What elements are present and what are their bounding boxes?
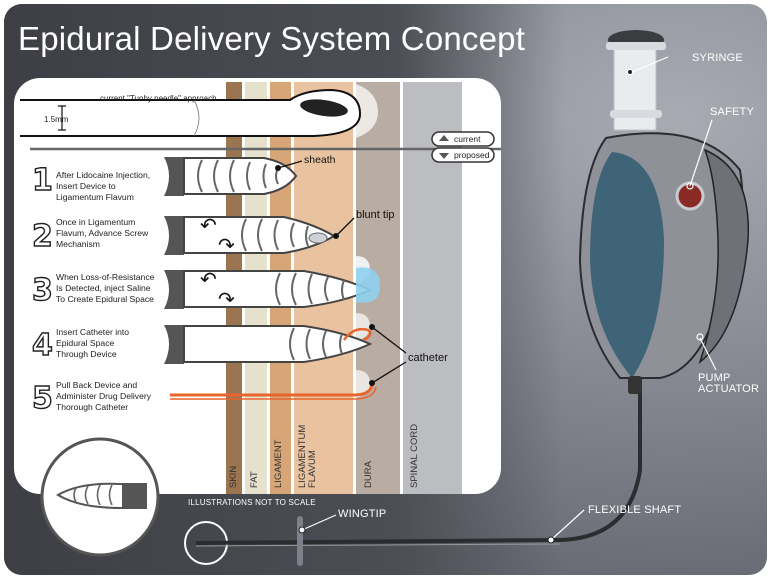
label-safety: SAFETY	[710, 106, 754, 118]
layer-label-ligamentum-flavum: LIGAMENTUM FLAVUM	[297, 424, 318, 488]
step-1-text: After Lidocaine Injection, Insert Device…	[56, 170, 151, 202]
catheter-step-4	[342, 327, 372, 342]
step-3-text: When Loss-of-Resistance Is Detected, inj…	[56, 272, 155, 304]
up-arrow-icon	[439, 135, 449, 141]
step-3-number: 3	[31, 273, 53, 308]
label-pump-actuator-1: PUMP	[698, 372, 731, 384]
svg-text:↷: ↷	[218, 289, 235, 311]
callout-catheter: catheter	[408, 352, 448, 364]
device-step-4	[164, 325, 373, 364]
layer-label-dura: DURA	[363, 461, 374, 488]
layer-label-fat: FAT	[249, 471, 260, 488]
note-not-to-scale: ILLUSTRATIONS NOT TO SCALE	[188, 498, 316, 507]
epidural-space-4	[356, 313, 370, 341]
label-pump-actuator-2: ACTUATOR	[698, 383, 760, 395]
legend-current-label: current	[454, 134, 481, 144]
step-4-number: 4	[31, 328, 53, 363]
device-step-1	[164, 157, 298, 196]
step-1-number: 1	[31, 163, 53, 198]
legend-proposed-label: proposed	[454, 150, 490, 160]
svg-text:↶: ↶	[200, 215, 217, 237]
down-arrow-icon	[439, 153, 449, 159]
step-5-text: Pull Back Device and Administer Drug Del…	[56, 380, 152, 412]
svg-text:↷: ↷	[218, 235, 235, 257]
step-2-text: Once in Ligamentum Flavum, Advance Screw…	[56, 217, 149, 249]
tuohy-needle	[20, 88, 362, 137]
callout-sheath: sheath	[304, 154, 336, 166]
svg-text:↶: ↶	[200, 269, 217, 291]
label-syringe: SYRINGE	[692, 52, 743, 64]
legend	[431, 131, 495, 163]
page-title: Epidural Delivery System Concept	[18, 20, 526, 57]
diagram-panel: ↶ ↷ ↶ ↷	[14, 78, 501, 494]
step-4-text: Insert Catheter into Epidural Space Thro…	[56, 327, 130, 359]
label-flexible-shaft: FLEXIBLE SHAFT	[588, 504, 682, 516]
device-step-2: ↶ ↷	[164, 215, 336, 257]
layer-label-ligament: LIGAMENT	[273, 439, 284, 488]
device-step-3: ↶ ↷	[164, 267, 380, 311]
tuohy-dimension: 1.5mm	[44, 115, 69, 124]
tuohy-label: current "Tuohy needle" approach	[100, 94, 217, 103]
label-wingtip: WINGTIP	[338, 508, 387, 520]
layer-label-spinal-cord: SPINAL CORD	[409, 423, 420, 488]
saline-bubble	[356, 267, 380, 303]
callout-blunt-tip: blunt tip	[356, 209, 395, 221]
step-5-number: 5	[31, 381, 53, 416]
epidural-space-tuohy	[356, 84, 378, 138]
step-2-number: 2	[31, 219, 53, 254]
tuohy-needle-opening	[300, 99, 348, 117]
layer-label-skin: SKIN	[228, 465, 239, 488]
